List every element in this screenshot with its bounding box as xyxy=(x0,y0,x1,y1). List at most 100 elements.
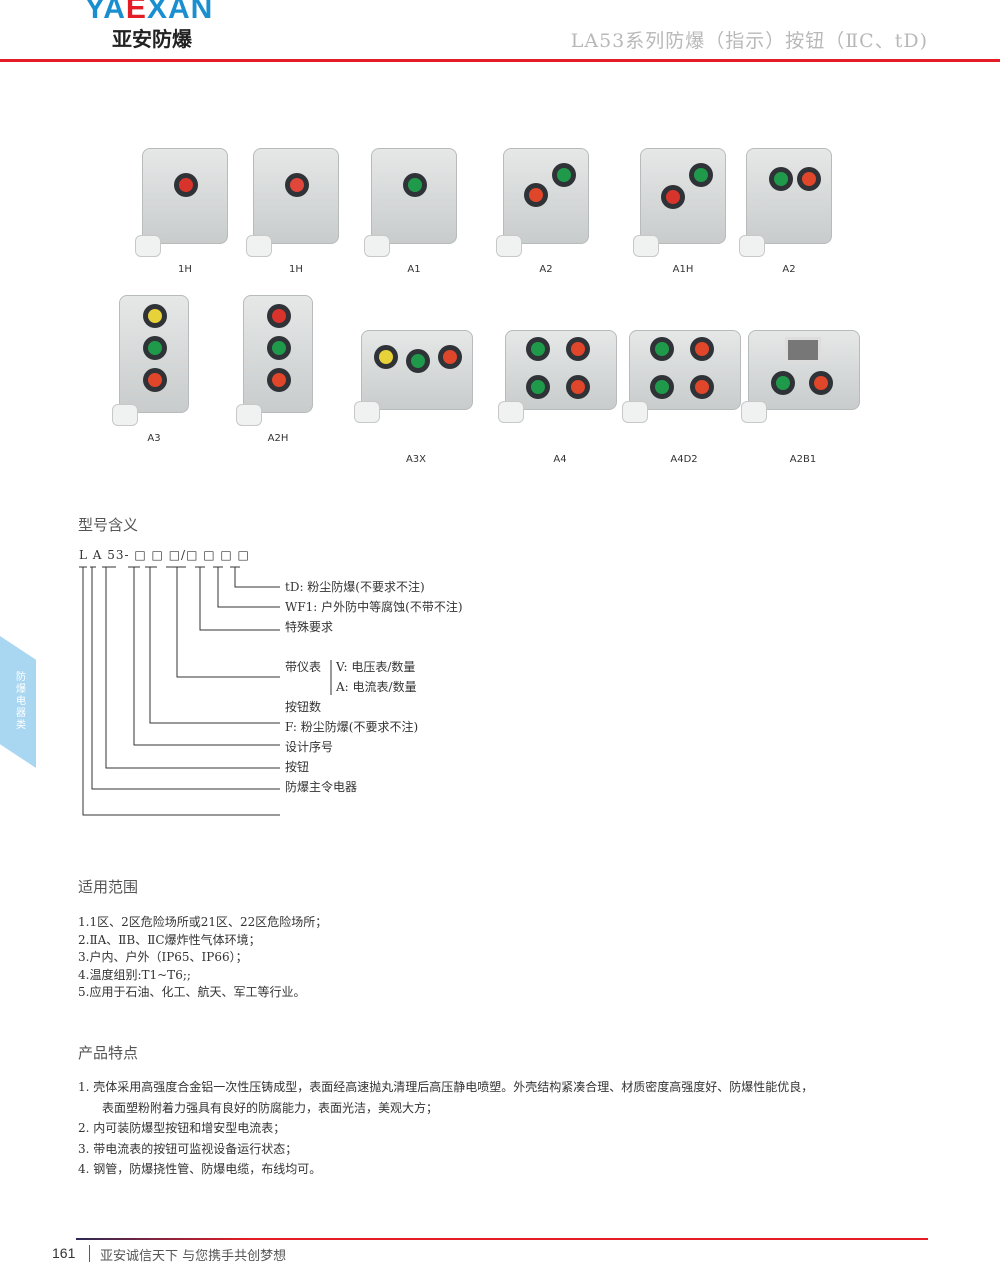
product-item: 1H xyxy=(241,148,351,275)
product-item: A4D2 xyxy=(622,330,741,465)
push-button xyxy=(690,375,714,399)
cable-gland xyxy=(236,404,262,426)
cable-gland xyxy=(739,235,765,257)
product-label: A4 xyxy=(553,454,567,465)
model-item: 带仪表 xyxy=(285,660,322,674)
scope-heading: 适用范围 xyxy=(78,878,139,896)
product-label: A4D2 xyxy=(670,454,698,465)
logo-en: YAEXAN xyxy=(85,0,214,25)
push-button xyxy=(526,375,550,399)
product-item: A3 xyxy=(99,295,209,444)
feature-item: 3. 带电流表的按钮可监视设备运行状态； xyxy=(78,1141,298,1156)
footer-separator xyxy=(89,1245,90,1262)
push-button xyxy=(267,336,291,360)
product-item: A2B1 xyxy=(741,330,860,465)
model-item: 按钮数 xyxy=(285,700,322,714)
push-button xyxy=(143,304,167,328)
scope-item: 1.1区、2区危险场所或21区、22区危险场所； xyxy=(78,915,328,929)
product-label: A1 xyxy=(407,264,421,275)
cable-gland xyxy=(354,401,380,423)
model-item: V: 电压表/数量 xyxy=(336,660,416,674)
product-image xyxy=(498,330,617,423)
cable-gland xyxy=(364,235,390,257)
push-button xyxy=(809,371,833,395)
product-label: 1H xyxy=(289,264,303,275)
model-item: A: 电流表/数量 xyxy=(336,680,417,694)
product-label: A3 xyxy=(147,433,161,444)
product-label: A2H xyxy=(267,433,289,444)
model-item: tD: 粉尘防爆(不要求不注) xyxy=(285,580,425,594)
feature-item: 4. 钢管，防爆挠性管、防爆电缆，布线均可。 xyxy=(78,1162,322,1176)
product-item: A4 xyxy=(498,330,617,465)
push-button xyxy=(143,368,167,392)
push-button xyxy=(438,345,462,369)
push-button xyxy=(690,337,714,361)
header-divider xyxy=(0,59,1000,62)
push-button xyxy=(285,173,309,197)
product-item: A1H xyxy=(628,148,738,275)
product-item: 1H xyxy=(130,148,240,275)
product-image xyxy=(135,148,228,257)
cable-gland xyxy=(633,235,659,257)
feature-item: 2. 内可装防爆型按钮和增安型电流表； xyxy=(78,1121,286,1135)
product-image xyxy=(236,295,313,426)
product-label: A2 xyxy=(539,264,553,275)
push-button xyxy=(689,163,713,187)
scope-item: 2.ⅡA、ⅡB、ⅡC爆炸性气体环境； xyxy=(78,932,261,947)
footer-divider xyxy=(76,1238,928,1240)
model-item: 防爆主令电器 xyxy=(285,780,358,794)
model-code: L A 53- □ □ □/□ □ □ □ xyxy=(79,548,250,562)
push-button xyxy=(374,345,398,369)
scope-item: 3.户内、户外（IP65、IP66）； xyxy=(78,950,248,964)
product-image xyxy=(741,330,860,423)
cable-gland xyxy=(496,235,522,257)
push-button xyxy=(661,185,685,209)
product-label: A2 xyxy=(782,264,796,275)
cable-gland xyxy=(622,401,648,423)
features-list: 1. 壳体采用高强度合金铝一次性压铸成型，表面经高速抛丸清理后高压静电喷塑。外壳… xyxy=(78,1077,813,1180)
product-image xyxy=(364,148,457,257)
scope-item: 4.温度组别:T1~T6;; xyxy=(78,967,191,982)
product-label: 1H xyxy=(178,264,192,275)
push-button xyxy=(406,349,430,373)
product-item: A2 xyxy=(734,148,844,275)
product-image xyxy=(633,148,726,257)
model-item: F: 粉尘防爆(不要求不注) xyxy=(285,720,419,734)
page-title: LA53系列防爆（指示）按钮（ⅡC、tD) xyxy=(570,30,928,52)
model-item: 设计序号 xyxy=(285,740,334,754)
product-item: A2 xyxy=(491,148,601,275)
model-heading: 型号含义 xyxy=(78,516,139,534)
push-button xyxy=(566,375,590,399)
cable-gland xyxy=(112,404,138,426)
features-heading: 产品特点 xyxy=(78,1044,139,1062)
product-image xyxy=(246,148,339,257)
push-button xyxy=(267,304,291,328)
scope-list: 1.1区、2区危险场所或21区、22区危险场所； 2.ⅡA、ⅡB、ⅡC爆炸性气体… xyxy=(78,914,327,1002)
model-item: 按钮 xyxy=(285,760,310,774)
product-image xyxy=(354,330,473,423)
product-label: A2B1 xyxy=(789,454,817,465)
cable-gland xyxy=(741,401,767,423)
cable-gland xyxy=(246,235,272,257)
push-button xyxy=(526,337,550,361)
push-button xyxy=(143,336,167,360)
push-button xyxy=(797,167,821,191)
push-button xyxy=(650,337,674,361)
push-button xyxy=(566,337,590,361)
product-label: A3X xyxy=(405,454,427,465)
product-item: A3X xyxy=(354,330,473,465)
product-image xyxy=(496,148,589,257)
model-item: WF1: 户外防中等腐蚀(不带不注) xyxy=(285,600,463,614)
push-button xyxy=(552,163,576,187)
product-item: A1 xyxy=(359,148,469,275)
product-label: A1H xyxy=(672,264,694,275)
push-button xyxy=(769,167,793,191)
page-number: 161 xyxy=(52,1245,76,1261)
footer-slogan: 亚安诚信天下 与您携手共创梦想 xyxy=(100,1249,287,1264)
logo-cn: 亚安防爆 xyxy=(112,27,192,51)
product-image xyxy=(622,330,741,423)
push-button xyxy=(650,375,674,399)
product-image xyxy=(739,148,832,257)
scope-item: 5.应用于石油、化工、航天、军工等行业。 xyxy=(78,985,306,999)
